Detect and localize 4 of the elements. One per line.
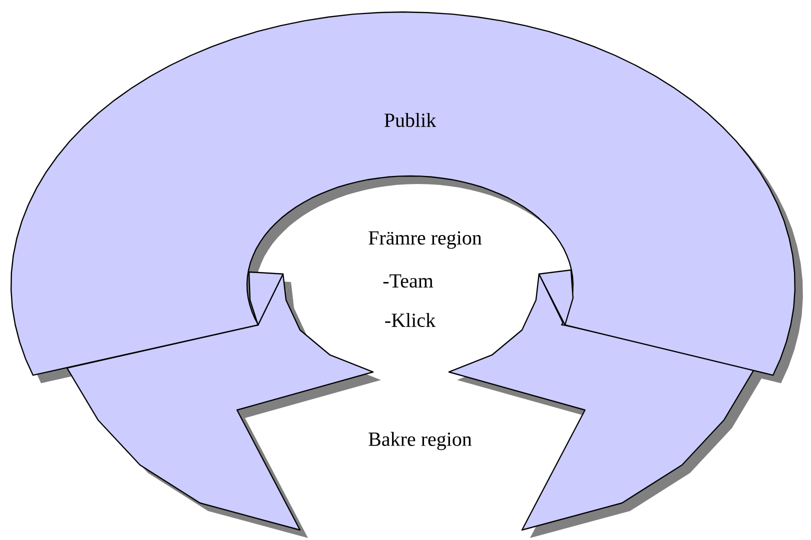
region-label: Främre region [368,231,482,249]
region-label: -Klick [385,312,436,328]
region-label: -Team [383,274,434,288]
region-label: Bakre region [368,432,472,450]
